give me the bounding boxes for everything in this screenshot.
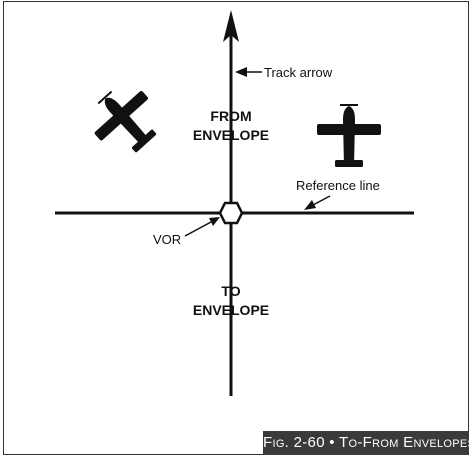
- reference-line-leader-head: [304, 200, 316, 210]
- to-envelope-label-line2: ENVELOPE: [193, 302, 269, 318]
- figure-caption: Fig. 2-60 • To-From Envelopes: [263, 431, 469, 455]
- from-envelope-label-line2: ENVELOPE: [193, 127, 269, 143]
- vor-label: VOR: [153, 232, 181, 247]
- track-arrow-label: Track arrow: [264, 65, 333, 80]
- airplane-left-icon: [80, 75, 170, 165]
- airplane-right-icon: [317, 104, 381, 167]
- from-envelope-label-line1: FROM: [210, 108, 251, 124]
- to-envelope-label-line1: TO: [221, 283, 240, 299]
- reference-line-leader: [313, 196, 330, 205]
- vor-leader: [185, 222, 211, 236]
- vor-station-icon: [220, 203, 242, 223]
- track-arrow-leader-head: [235, 67, 247, 77]
- reference-line-label: Reference line: [296, 178, 380, 193]
